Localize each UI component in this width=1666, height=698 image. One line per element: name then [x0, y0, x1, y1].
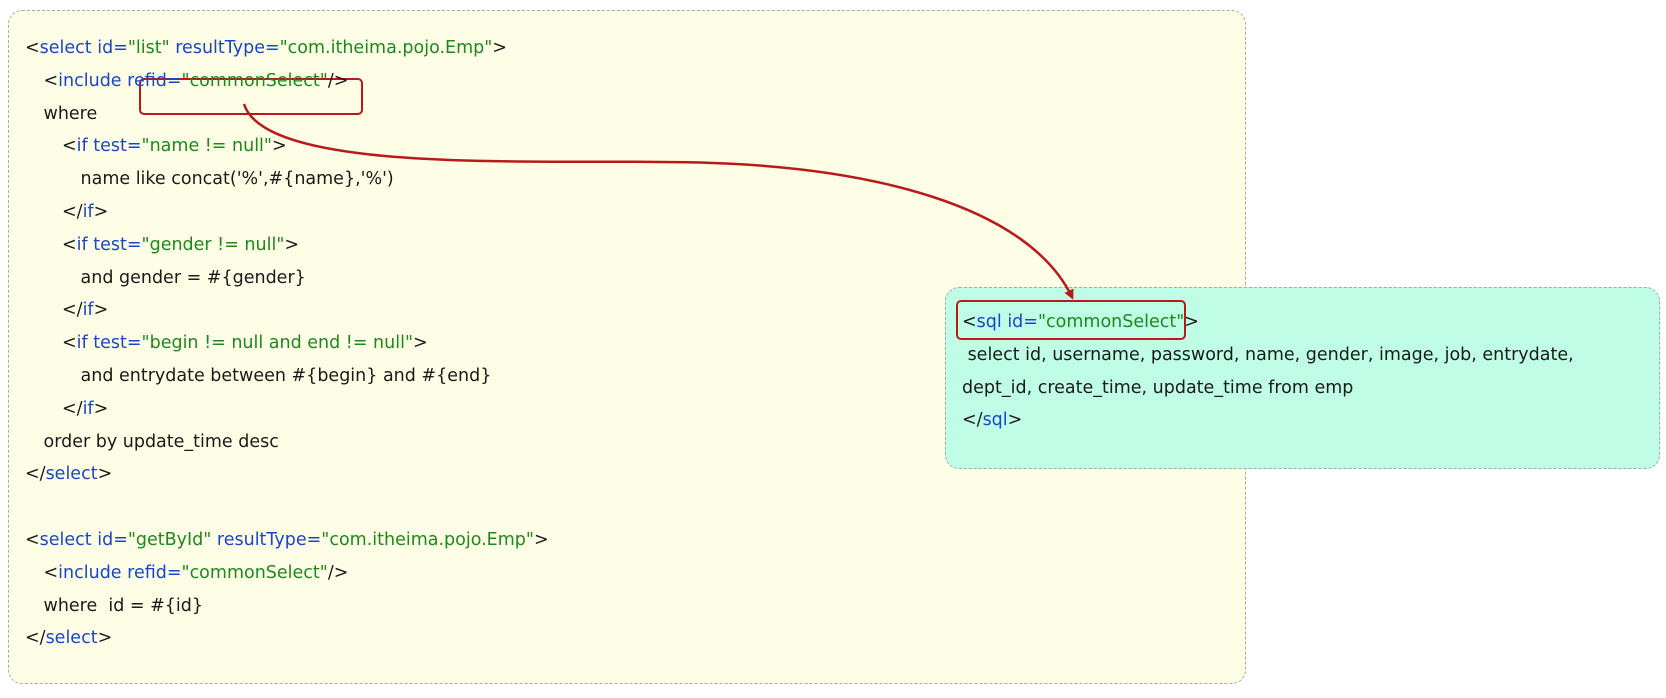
code-line: dept_id, create_time, update_time from e…: [962, 377, 1353, 399]
code-line: <sql id="commonSelect">: [962, 311, 1199, 333]
xml-value: "name != null": [141, 136, 272, 157]
code-text: </: [25, 628, 46, 649]
xml-value: "begin != null and end != null": [141, 333, 414, 354]
code-text: </: [62, 300, 83, 321]
xml-keyword: resultType=: [211, 530, 322, 550]
code-line: <include refid="commonSelect"/>: [44, 562, 349, 584]
xml-keyword: select: [45, 628, 98, 649]
xml-keyword: if: [82, 202, 94, 222]
code-text: <: [62, 136, 77, 157]
code-text: >: [533, 530, 549, 550]
code-line: <select id="getById" resultType="com.ith…: [25, 529, 549, 551]
xml-keyword: select: [45, 464, 98, 485]
code-line: where id = #{id}: [44, 595, 204, 617]
xml-value: "com.itheima.pojo.Emp": [279, 38, 493, 58]
xml-keyword: include refid=: [58, 70, 182, 91]
code-text: and entrydate between #{begin} and #{end…: [80, 366, 492, 386]
xml-value: "com.itheima.pojo.Emp": [321, 530, 534, 550]
code-line: name like concat('%',#{name},'%'): [81, 168, 394, 190]
code-text: >: [271, 136, 287, 157]
xml-value: "commonSelect": [181, 70, 328, 91]
xml-keyword: include refid=: [58, 562, 182, 583]
code-line: </select>: [25, 463, 112, 485]
code-text: >: [284, 234, 300, 255]
code-text: where: [43, 103, 98, 124]
code-line: select id, username, password, name, gen…: [962, 344, 1574, 366]
xml-value: "getById": [127, 530, 212, 550]
code-text: order by update_time desc: [43, 431, 279, 452]
xml-keyword: resultType=: [169, 38, 280, 58]
code-text: <: [62, 333, 77, 354]
code-text: </: [62, 202, 83, 222]
xml-keyword: if test=: [76, 234, 142, 255]
code-line: <if test="name != null">: [62, 135, 287, 157]
code-line: and gender = #{gender}: [81, 267, 306, 289]
code-text: >: [93, 300, 109, 321]
xml-value: "commonSelect": [1037, 312, 1185, 332]
code-text: <: [43, 70, 59, 91]
xml-keyword: if: [82, 300, 94, 321]
code-text: <: [25, 530, 40, 550]
xml-keyword: if test=: [76, 333, 142, 354]
code-text: </: [962, 410, 983, 431]
code-text: <: [25, 38, 40, 58]
code-text: >: [97, 628, 113, 649]
code-line: </if>: [62, 299, 108, 321]
code-text: where id = #{id}: [43, 595, 204, 616]
code-line: <select id="list" resultType="com.itheim…: [25, 37, 507, 59]
code-line: <include refid="commonSelect"/>: [44, 70, 349, 92]
xml-value: "commonSelect": [181, 562, 328, 583]
code-line: <if test="gender != null">: [62, 234, 299, 256]
code-text: name like concat('%',#{name},'%'): [80, 169, 394, 190]
xml-keyword: sql: [982, 410, 1008, 431]
code-text: />: [327, 70, 349, 91]
code-line: <if test="begin != null and end != null"…: [62, 332, 428, 354]
code-line: where: [44, 103, 98, 125]
code-text: </: [25, 464, 46, 485]
code-text: <: [962, 312, 977, 332]
code-text: </: [62, 398, 83, 419]
code-text: />: [327, 562, 349, 583]
code-line: order by update_time desc: [44, 431, 279, 453]
xml-value: "list": [127, 38, 170, 58]
code-line: </if>: [62, 201, 108, 223]
code-text: >: [1007, 410, 1023, 431]
code-text: <: [43, 562, 59, 583]
xml-keyword: if test=: [76, 136, 142, 157]
sql-id-highlight-box: [956, 300, 1186, 340]
code-line: </if>: [62, 398, 108, 420]
code-text: >: [492, 38, 507, 58]
code-text: <: [62, 234, 77, 255]
code-text: >: [1184, 312, 1199, 332]
code-text: >: [93, 398, 109, 419]
xml-keyword: select id=: [39, 38, 128, 58]
code-line: </sql>: [962, 409, 1022, 431]
code-text: >: [413, 333, 428, 354]
code-text: dept_id, create_time, update_time from e…: [962, 377, 1354, 398]
code-text: >: [93, 202, 109, 222]
xml-value: "gender != null": [141, 234, 285, 255]
xml-keyword: select id=: [39, 530, 128, 550]
code-line: and entrydate between #{begin} and #{end…: [81, 365, 492, 387]
code-text: >: [97, 464, 113, 485]
xml-keyword: sql id=: [976, 312, 1038, 332]
code-text: select id, username, password, name, gen…: [962, 344, 1574, 365]
code-text: and gender = #{gender}: [80, 267, 306, 288]
sql-fragment-panel: <sql id="commonSelect"> select id, usern…: [945, 287, 1660, 469]
xml-keyword: if: [82, 398, 94, 419]
code-line: </select>: [25, 627, 112, 649]
